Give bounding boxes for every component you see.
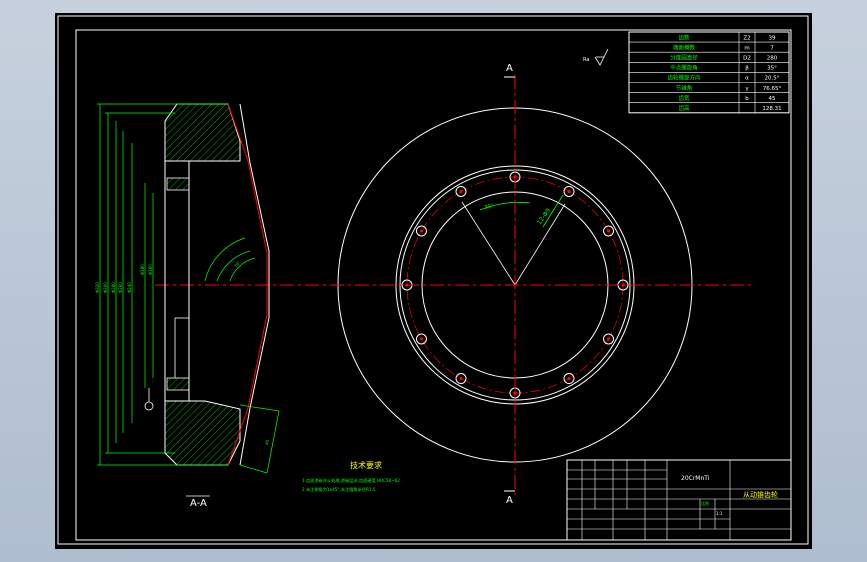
param-name: 齿数 xyxy=(678,33,690,41)
param-name: 齿轮螺旋方向 xyxy=(667,74,700,82)
section-hatch-hub-top xyxy=(166,177,190,191)
bolt-hole-center xyxy=(419,229,424,233)
bolt-hole-center xyxy=(459,376,463,381)
material-text: 20CrMnTi xyxy=(681,475,710,482)
notes-line-2: 2.未注倒角为1x45°,未注圆角半径R1.5 xyxy=(302,486,376,493)
param-row: 分度圆直径 D2 280 xyxy=(670,54,778,62)
tooth-face-outline xyxy=(239,103,270,466)
sheet-outer-border xyxy=(57,15,809,545)
param-row: 中点螺旋角 β 35° xyxy=(670,64,777,72)
svg-text:Φ320: Φ320 xyxy=(95,282,100,293)
bolt-hole xyxy=(455,185,467,197)
param-symbol: b xyxy=(745,96,749,102)
bolt-hole-center xyxy=(606,337,611,341)
dimension-lines xyxy=(97,103,280,474)
bolt-hole xyxy=(603,225,615,237)
param-symbol: m xyxy=(744,45,749,51)
bolt-hole xyxy=(455,373,467,385)
angle-text: 30° xyxy=(484,203,495,211)
param-value: 20.5° xyxy=(765,76,780,82)
param-name: 齿宽 xyxy=(678,94,690,102)
param-row: 齿宽 b 45 xyxy=(678,94,776,102)
svg-text:Φ160: Φ160 xyxy=(148,264,153,275)
angle-arc xyxy=(479,201,531,211)
scale-value: 1:1 xyxy=(716,511,723,516)
bolt-hole-center xyxy=(419,337,424,341)
param-row: 端面模数 m 7 xyxy=(673,43,774,51)
param-value: 35° xyxy=(767,66,777,72)
sheet-inner-frame xyxy=(75,29,792,541)
part-name: 从动锥齿轮 xyxy=(743,490,778,499)
section-view: Φ320 Φ300 Φ280 Φ260 Φ240 Φ180 Φ160 76° 4… xyxy=(95,103,280,509)
svg-text:Φ240: Φ240 xyxy=(127,282,132,293)
bolt-hole-center xyxy=(459,189,463,194)
technical-notes: 技术要求 1.齿面渗碳淬火处理,渗碳层深,齿面硬度 HRC58~62 2.未注倒… xyxy=(302,460,400,493)
bolt-hole-center xyxy=(606,229,611,233)
param-row: 节锥角 γ 76.65° xyxy=(676,84,782,92)
scale-label: 比例 xyxy=(701,500,709,506)
param-symbol: γ xyxy=(745,86,749,92)
svg-text:76°: 76° xyxy=(233,260,241,269)
bolt-hole xyxy=(563,185,575,197)
param-value: 39 xyxy=(769,35,776,41)
param-value: 7 xyxy=(770,45,774,51)
notes-line-1: 1.齿面渗碳淬火处理,渗碳层深,齿面硬度 HRC58~62 xyxy=(302,477,400,484)
param-name: 中点螺旋角 xyxy=(670,64,698,72)
roughness-label: Ra xyxy=(583,57,589,63)
front-view: 12-Φ9 30° A A Ra xyxy=(155,48,751,506)
notes-title: 技术要求 xyxy=(350,460,382,470)
bolt-hole xyxy=(603,333,615,345)
svg-text:Φ260: Φ260 xyxy=(118,282,123,293)
param-value: 76.65° xyxy=(763,86,782,92)
bolt-hole xyxy=(415,333,427,345)
param-value: 45 xyxy=(769,96,776,102)
param-value: 128.31 xyxy=(762,106,781,112)
section-hatch-lower xyxy=(164,400,241,466)
hole-callout-line xyxy=(542,194,564,228)
cad-viewport[interactable]: 12-Φ9 30° A A Ra xyxy=(55,13,812,549)
param-row: 齿高 128.31 xyxy=(678,104,781,112)
svg-text:45: 45 xyxy=(264,439,270,445)
svg-text:Φ180: Φ180 xyxy=(140,264,145,275)
section-hatch-hub-bottom xyxy=(166,377,190,391)
param-symbol: β xyxy=(745,66,749,72)
param-symbol: D2 xyxy=(743,56,751,62)
section-hatch-upper xyxy=(164,103,241,162)
param-name: 齿高 xyxy=(678,104,690,112)
cut-mark-top: A xyxy=(506,63,513,74)
drawing-canvas[interactable]: 12-Φ9 30° A A Ra xyxy=(55,13,812,549)
param-name: 节锥角 xyxy=(676,84,693,92)
svg-text:Φ300: Φ300 xyxy=(103,282,108,293)
param-symbol: α xyxy=(745,76,749,82)
svg-text:Φ280: Φ280 xyxy=(111,282,116,293)
parameter-table: 齿数 Z2 39 端面模数 m 7 分度圆直径 D2 280 中点螺旋角 β 35° 齿轮螺旋方向 α 20… xyxy=(628,31,790,114)
param-name: 端面模数 xyxy=(673,43,696,51)
param-value: 280 xyxy=(767,56,778,62)
title-block: 20CrMnTi 从动锥齿轮 比例 1:1 xyxy=(566,459,792,541)
param-row: 齿轮螺旋方向 α 20.5° xyxy=(667,74,779,82)
datum-marker xyxy=(144,401,154,411)
param-row: 齿数 Z2 39 xyxy=(678,33,776,41)
section-label: A-A xyxy=(190,498,207,509)
pitch-cone-line xyxy=(227,103,268,466)
bolt-hole-center xyxy=(567,376,571,381)
param-name: 分度圆直径 xyxy=(670,54,698,62)
radius-leader xyxy=(461,201,516,286)
bolt-hole xyxy=(563,373,575,385)
param-symbol: Z2 xyxy=(743,35,750,41)
angle-leader xyxy=(514,203,566,286)
bolt-hole-center xyxy=(567,189,571,194)
cut-mark-bottom: A xyxy=(506,495,513,506)
bolt-hole xyxy=(415,225,427,237)
roughness-icon xyxy=(594,48,609,66)
